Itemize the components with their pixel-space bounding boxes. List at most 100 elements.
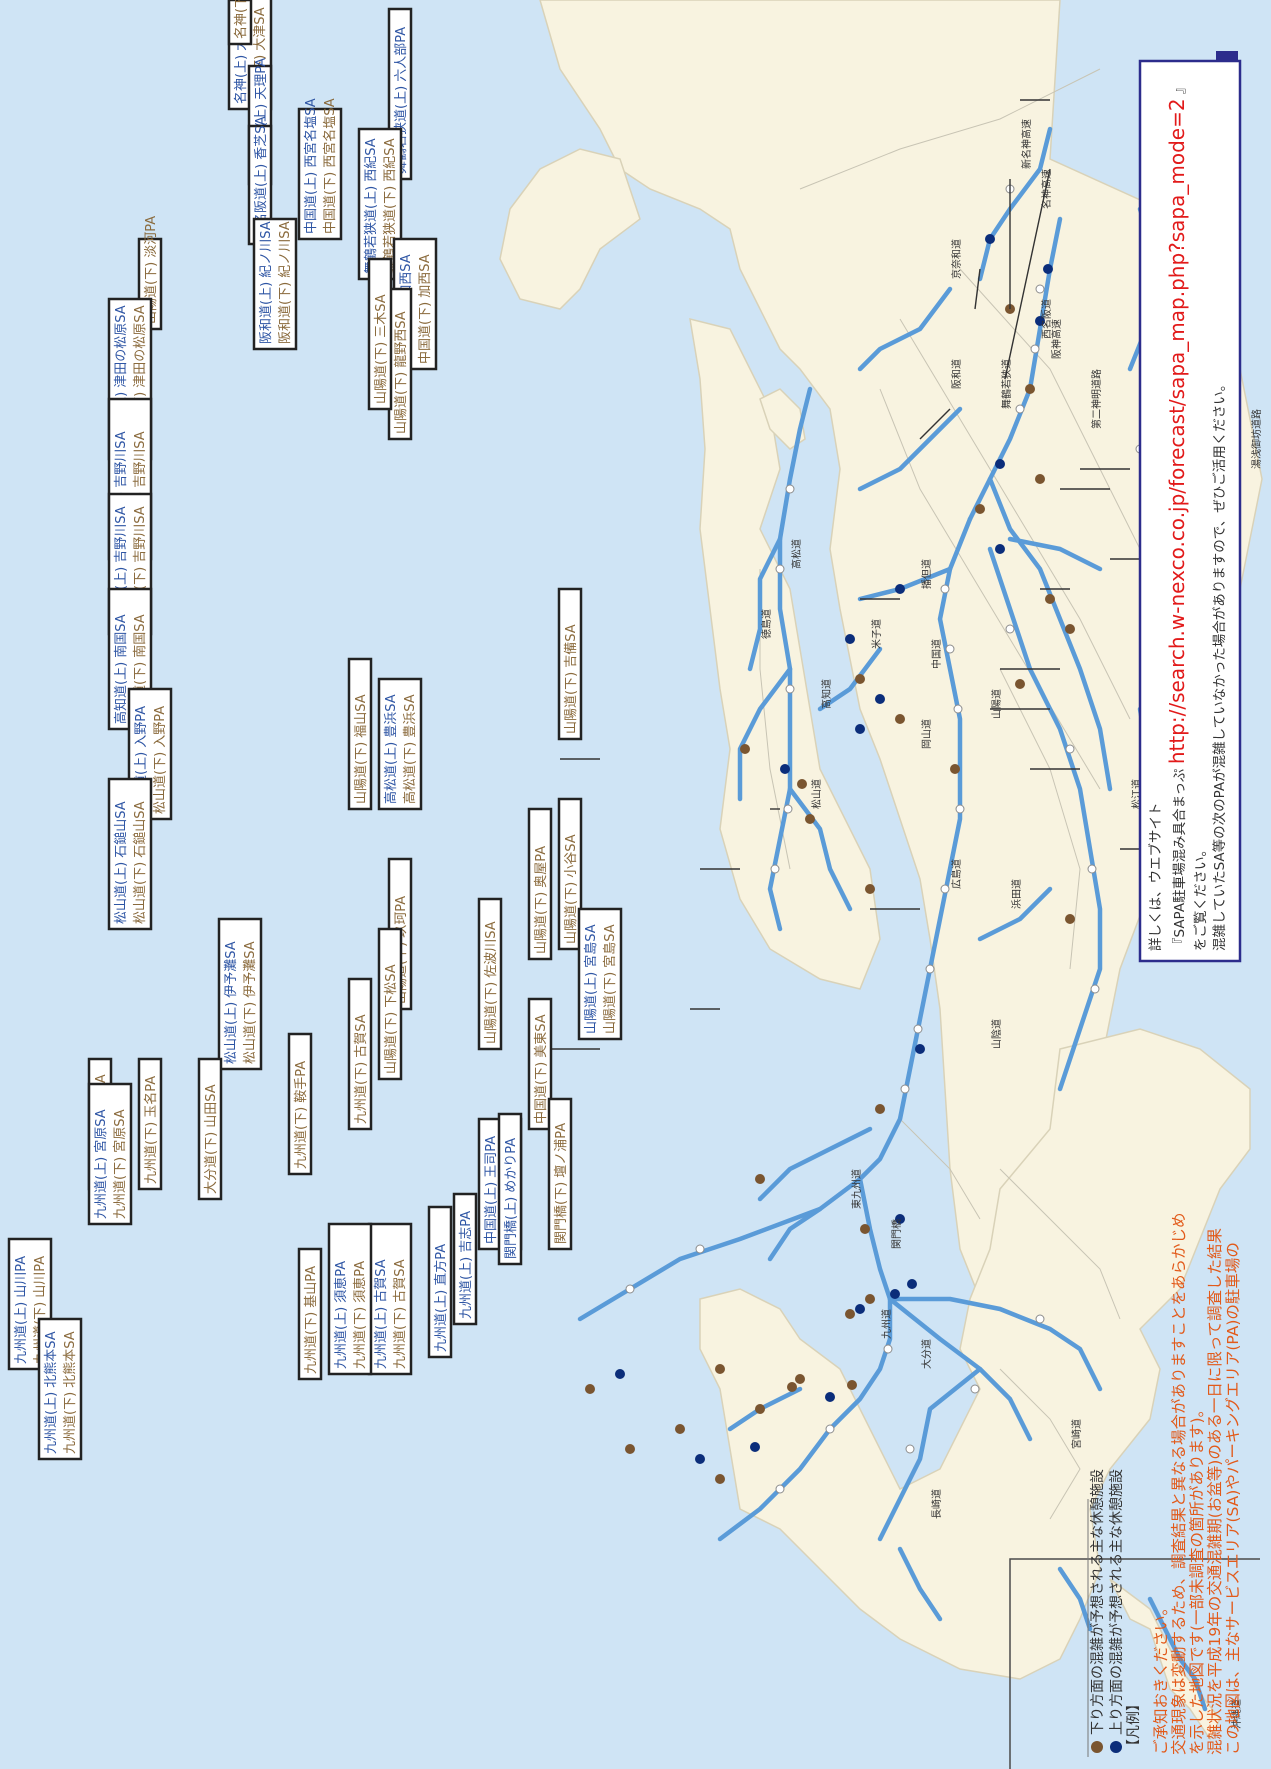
road-label: 松山道 xyxy=(810,779,823,809)
road-label: 広島道 xyxy=(950,859,963,889)
sapa-up-name: 舞鶴若狭道(上) 西紀SA xyxy=(363,138,379,274)
sapa-down-name: 山陽道(下) 淡河PA xyxy=(144,216,159,324)
sapa-label-frame xyxy=(377,927,403,1081)
sapa-label: 山陽道(下) 下松SA xyxy=(377,927,403,1081)
website-url-link[interactable]: http://search.w-nexco.co.jp/forecast/sap… xyxy=(1165,98,1189,764)
sapa-down-name: 名神(下) 吹田SA xyxy=(233,0,249,39)
sapa-label-frame xyxy=(427,1205,453,1359)
sapa-label: 山陽道(下) 吉備SA xyxy=(557,587,583,741)
road-label: 第二神明道路 xyxy=(1090,369,1103,429)
sapa-label-frame xyxy=(557,587,583,741)
sapa-down-name: 九州道(下) 古賀SA xyxy=(393,1259,408,1369)
sapa-label-frame xyxy=(527,997,553,1131)
sapa-label-frame xyxy=(367,257,393,411)
sapa-up-name: 松山道(上) 伊予灘SA xyxy=(224,941,239,1064)
legend-up-text: 上り方面の混雑が予想される主な休憩施設 xyxy=(1108,1469,1125,1735)
legend: 【凡例】 上り方面の混雑が予想される主な休憩施設 下り方面の混雑が予想される主な… xyxy=(1087,1469,1142,1757)
website-line1: 詳しくは、ウエブサイト xyxy=(1147,803,1164,952)
land-shikoku xyxy=(689,317,881,990)
sapa-label-frame xyxy=(107,777,153,931)
road-label: 岡山道 xyxy=(920,719,933,749)
sapa-label: 山陽道(下) 福山SA xyxy=(347,657,373,811)
sapa-down-name: 大分道(下) 山田SA xyxy=(204,1084,219,1194)
sapa-down-name: 九州道(下) 宮原SA xyxy=(112,1109,128,1219)
sapa-label-frame xyxy=(347,977,373,1131)
sapa-up-name: 九州道(上) 宮原SA xyxy=(93,1109,109,1219)
road-label: 浜田道 xyxy=(1010,879,1023,909)
website-box-panel xyxy=(1138,59,1242,963)
sapa-label: 九州道(下) 基山PA xyxy=(297,1247,323,1381)
road-label: 中国道 xyxy=(930,639,943,669)
road-label: 名神高速 xyxy=(1040,169,1053,209)
sapa-label-frame xyxy=(452,1192,478,1326)
sapa-up-name: 中国道(上) 西宮名塩SA xyxy=(303,98,319,234)
road-label: 山陽道 xyxy=(990,689,1003,719)
sapa-up-name: 中国道(上) 王司PA xyxy=(484,1136,499,1244)
notice-line: 混雑状況を平成19年の交通混雑期(お盆等)のある一日に限って調査した結果 xyxy=(1206,1228,1224,1755)
notice: この地図は、主なサービスエリア(SA)やパーキングエリア(PA)の駐車場の 混雑… xyxy=(1152,1212,1242,1755)
road-label: 西名阪道 xyxy=(1040,299,1053,339)
leader-lines xyxy=(550,99,1170,1050)
land-kii xyxy=(499,148,641,310)
website-line2-prefix: 『SAPA駐車場混み具合まっぷ xyxy=(1172,764,1188,951)
sapa-down-name: 九州道(下) 基山PA xyxy=(304,1266,319,1374)
sapa-down-name: 山陽道(下) 吉備SA xyxy=(563,624,579,734)
road-label: 新名神高速 xyxy=(1020,119,1033,169)
sapa-down-name: 山陽道(下) 下松SA xyxy=(384,964,399,1074)
land-awaji xyxy=(759,388,806,450)
sapa-label-frame xyxy=(297,1247,323,1381)
sapa-label-frame xyxy=(197,1057,223,1201)
sapa-label: 関門橋(下) 壇ノ浦PA xyxy=(547,1097,573,1251)
road-label: 高知道 xyxy=(820,679,833,709)
sapa-down-name: 高松道(下) 豊浜SA xyxy=(402,694,418,804)
sapa-label: 中国道(下) 美東SA xyxy=(527,997,553,1131)
sapa-label-frame xyxy=(297,107,343,241)
sapa-label-frame xyxy=(377,677,423,811)
sapa-label-frame xyxy=(217,917,263,1071)
sapa-down-name: 松山道(下) 入野PA xyxy=(153,706,168,814)
road-label: 高松道 xyxy=(790,539,803,569)
road-label: 大分道 xyxy=(920,1339,933,1369)
sapa-label-frame xyxy=(577,907,623,1041)
sapa-label: 山陽道(下) 小谷SA xyxy=(557,797,583,951)
sapa-label: 大分道(下) 山田SA xyxy=(197,1057,223,1201)
legend-down-text: 下り方面の混雑が予想される主な休憩施設 xyxy=(1089,1469,1106,1735)
sapa-down-name: 松山道(下) 石鎚山SA xyxy=(133,801,148,924)
website-line4: 混雑していたSA等の次のPAが混雑していなかった場合がありますので、ぜひご活用く… xyxy=(1211,378,1228,951)
road-label: 舞鶴若狭道 xyxy=(1000,359,1013,409)
road-label: 播但道 xyxy=(920,559,933,589)
sapa-up-name: 高知道(上) 南国SA xyxy=(113,614,129,724)
local-roads xyxy=(759,68,1181,1520)
sapa-down-name: 山陽道(下) 佐波川SA xyxy=(484,921,499,1044)
sapa-up-name: 九州道(上) 北熊本SA xyxy=(43,1331,59,1454)
road-label: 湯浅御坊道路 xyxy=(1250,409,1263,469)
road-label: 阪和道 xyxy=(950,359,963,389)
sapa-label: 山陽道(下) 三木SA xyxy=(367,257,393,411)
sapa-label: 山陽道(下) 佐波川SA xyxy=(477,897,503,1051)
road-label: 長崎道 xyxy=(930,1489,943,1519)
sapa-label-frame xyxy=(327,1222,373,1376)
sapa-label-frame xyxy=(347,657,373,811)
sapa-label: 九州道(下) 鞍手PA xyxy=(287,1032,313,1176)
sapa-label: 山陽道(下) 龍野西SA xyxy=(387,287,413,441)
sapa-down-name: 中国道(下) 美東SA xyxy=(533,1014,549,1124)
congestion-dots xyxy=(585,234,1075,1484)
road-label: 阪神高速 xyxy=(1050,319,1063,359)
notice-line: ご承知おきください。 xyxy=(1152,1600,1170,1755)
sapa-label-frame xyxy=(557,797,583,951)
sapa-down-name: 山陽道(下) 福山SA xyxy=(354,694,369,804)
website-line3: をご覧ください。 xyxy=(1192,843,1209,951)
sapa-label: 名神(下) 吹田SA xyxy=(227,0,253,46)
sapa-label-frame xyxy=(497,1112,523,1266)
land-okinawa xyxy=(1109,1578,1221,1741)
